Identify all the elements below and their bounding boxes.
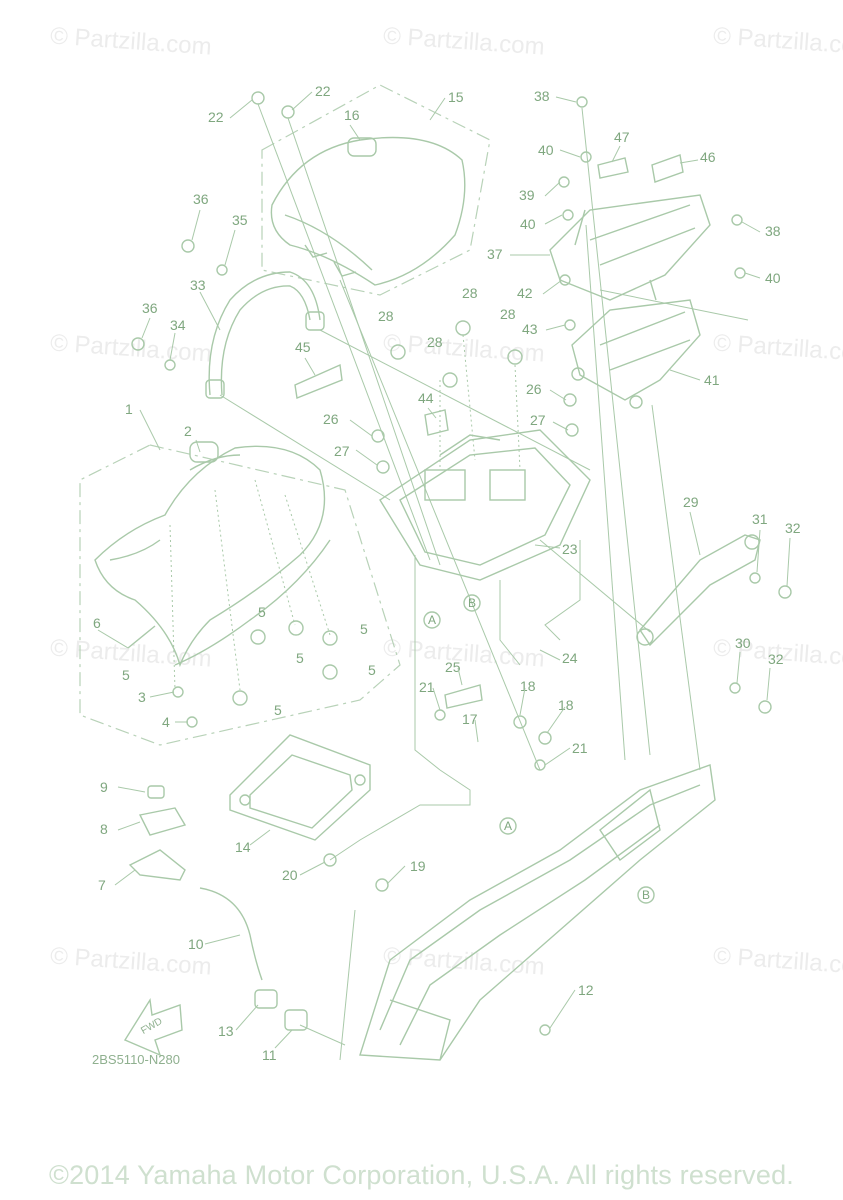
callout: 37 [487,246,503,262]
callout: 38 [765,223,781,239]
fwd-label: FWD [139,1016,164,1037]
callout: 9 [100,779,108,795]
callout: 6 [93,615,101,631]
callout: 14 [235,839,251,855]
callout: 46 [700,149,716,165]
callout: 42 [517,285,533,301]
callout: 33 [190,277,206,293]
rear-bracket-upper [549,194,711,301]
ref-a: A [504,819,512,833]
callout: 21 [419,679,435,695]
rear-frame [359,764,716,1061]
callout: 36 [193,191,209,207]
rider-seat-group-outline [79,444,401,746]
alignment-lines [169,334,521,691]
callout: 15 [448,89,464,105]
callout: 28 [378,308,394,324]
callout: 39 [519,187,535,203]
callout: 27 [334,443,350,459]
passenger-seat-group-outline [261,84,491,296]
callout: 5 [360,621,368,637]
ref-b: B [642,888,650,902]
callout: 28 [462,285,478,301]
seat-base-plate [229,734,371,841]
callout: 5 [274,702,282,718]
seat-lock [254,989,308,1031]
callout-leaders [97,91,791,1049]
callout: 13 [218,1023,234,1039]
callout: 5 [258,604,266,620]
rear-bracket-lower [571,299,701,409]
callout: 10 [188,936,204,952]
ref-markers: A B A B [423,594,655,904]
callout: 18 [558,697,574,713]
callout: 32 [785,520,801,536]
callout: 35 [232,212,248,228]
callout: 28 [427,334,443,350]
callout: 26 [323,411,339,427]
callout: 1 [125,401,133,417]
hardware [127,91,792,1036]
callout: 21 [572,740,588,756]
callout: 26 [526,381,542,397]
callout: 3 [138,689,146,705]
diagram-code: 2BS5110-N280 [92,1052,180,1067]
ref-a: A [428,613,436,627]
callout: 24 [562,650,578,666]
side-grab-bar [636,534,761,647]
callout: 22 [208,109,224,125]
seat-lock-assembly [128,785,187,881]
callout: 45 [295,339,311,355]
rider-seat [94,441,331,668]
callouts: 1 2 3 4 5 5 5 5 5 5 6 7 8 9 10 11 12 13 … [93,83,801,1063]
callout: 8 [100,821,108,837]
passenger-seat [270,136,466,286]
callout: 20 [282,867,298,883]
labels [294,154,684,709]
copyright-notice: ©2014 Yamaha Motor Corporation, U.S.A. A… [48,1160,795,1190]
callout: 5 [122,667,130,683]
callout: 41 [704,372,720,388]
callout: 22 [315,83,331,99]
callout: 44 [418,390,434,406]
grab-bar [205,271,325,399]
seat-lock-cable [199,887,263,981]
callout: 25 [445,659,461,675]
callout: 29 [683,494,699,510]
callout: 18 [520,678,536,694]
callout: 40 [765,270,781,286]
callout: 23 [562,541,578,557]
callout: 12 [578,982,594,998]
callout: 5 [368,662,376,678]
callout: 7 [98,877,106,893]
callout: 11 [262,1047,277,1063]
leader-lines [219,103,749,1061]
callout: 47 [614,129,630,145]
seat-bracket [379,429,591,581]
callout: 32 [768,651,784,667]
callout: 19 [410,858,426,874]
callout: 4 [162,714,170,730]
callout: 34 [170,317,186,333]
callout: 27 [530,412,546,428]
callout: 30 [735,635,751,651]
callout: 36 [142,300,158,316]
callout: 16 [344,107,360,123]
callout: 31 [752,511,768,527]
callout: 2 [184,423,192,439]
callout: 43 [522,321,538,337]
forward-arrow-icon: FWD [123,997,183,1057]
callout: 38 [534,88,550,104]
callout: 5 [296,650,304,666]
callout: 17 [462,711,478,727]
callout: 40 [520,216,536,232]
callout: 28 [500,306,516,322]
callout: 40 [538,142,554,158]
ref-b: B [468,596,476,610]
